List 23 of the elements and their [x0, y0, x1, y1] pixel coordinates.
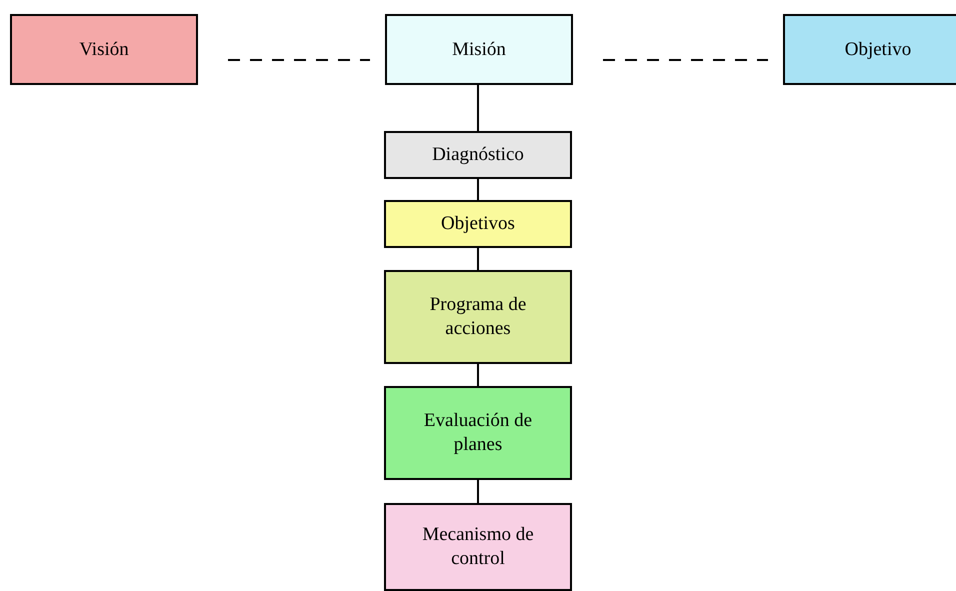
- process-box: [384, 131, 572, 179]
- box-label: Programa de acciones: [428, 293, 528, 341]
- connector-line: [477, 85, 479, 131]
- box-label: Objetivo: [844, 38, 912, 62]
- dashed-line: [603, 59, 768, 61]
- process-box: [384, 270, 572, 364]
- process-box: [384, 386, 572, 480]
- connector-line: [477, 179, 479, 200]
- box-label: Diagnóstico: [432, 143, 524, 167]
- box-label: Misión: [452, 38, 506, 62]
- process-box: [384, 503, 572, 591]
- box-label: Objetivos: [441, 212, 515, 236]
- connector-line: [477, 480, 479, 503]
- box-label: Mecanismo de control: [421, 523, 535, 571]
- process-box: [385, 14, 573, 85]
- box-label: Visión: [79, 38, 129, 62]
- dashed-line: [228, 59, 370, 61]
- connector-line: [477, 364, 479, 386]
- process-box: [384, 200, 572, 248]
- box-label: Evaluación de planes: [422, 409, 534, 457]
- process-box: [783, 14, 956, 85]
- process-box: [10, 14, 198, 85]
- connector-line: [477, 248, 479, 270]
